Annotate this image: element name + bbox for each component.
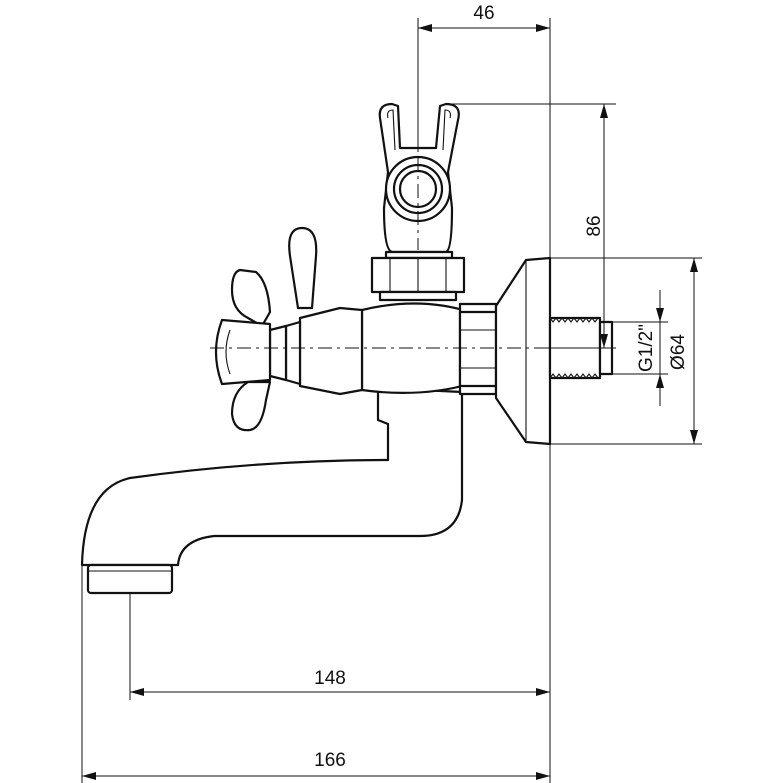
dimension-148: 148 xyxy=(129,444,551,783)
union-nut xyxy=(458,302,498,396)
shower-holder xyxy=(378,102,460,254)
dim-46-label: 46 xyxy=(473,3,494,24)
hex-nut xyxy=(370,250,466,302)
dim-diameter-label: Ø64 xyxy=(668,334,689,370)
dimension-thread: G1/2" xyxy=(612,290,668,406)
dim-148-label: 148 xyxy=(314,668,346,689)
cross-handle xyxy=(214,226,318,432)
valve-body xyxy=(268,302,472,396)
dim-86-label: 86 xyxy=(584,215,605,236)
dimension-46: 46 xyxy=(417,3,551,258)
dim-thread-label: G1/2" xyxy=(636,324,657,372)
dimension-86: 86 xyxy=(446,103,616,349)
spout xyxy=(80,386,464,595)
dimension-166: 166 xyxy=(81,565,550,783)
wall-rosette xyxy=(494,256,552,446)
dim-166-label: 166 xyxy=(314,750,346,771)
dimension-diameter: Ø64 xyxy=(550,257,702,445)
